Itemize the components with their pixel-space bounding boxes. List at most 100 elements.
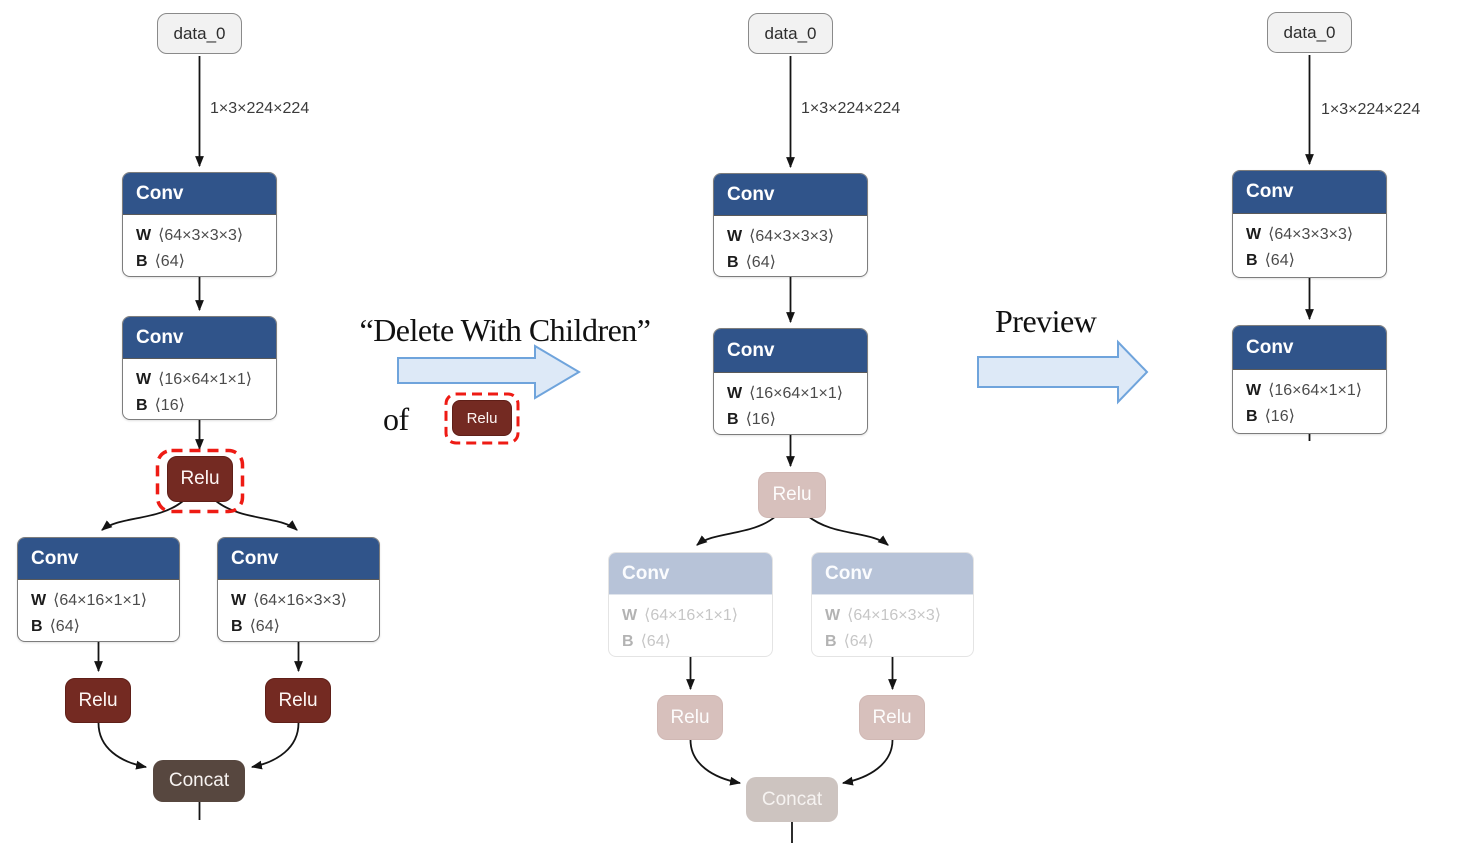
relu-node-selected: Relu — [167, 456, 233, 502]
data-input-node: data_0 — [157, 13, 242, 54]
conv-node-3: Conv W ⟨64×16×1×1⟩ B ⟨64⟩ — [17, 537, 180, 642]
weight-key: W — [1246, 382, 1262, 399]
conv-title: Conv — [1233, 171, 1386, 214]
bias-shape: ⟨64⟩ — [843, 633, 874, 651]
conv-attrs: W ⟨64×3×3×3⟩ B ⟨64⟩ — [123, 215, 276, 276]
conv-title: Conv — [714, 174, 867, 216]
preview-caption: Preview — [995, 303, 1097, 339]
bias-key: B — [727, 411, 739, 429]
bias-attr: B ⟨64⟩ — [136, 249, 276, 275]
conv-attrs: W ⟨64×16×1×1⟩ B ⟨64⟩ — [18, 580, 179, 641]
weight-key: W — [31, 592, 47, 609]
edge — [97, 722, 148, 770]
conv-node-4: Conv W⟨64×16×3×3⟩ B⟨64⟩ — [217, 537, 380, 642]
bias-key: B — [31, 618, 43, 636]
edges-marked — [686, 56, 897, 843]
conv-node-2: Conv W⟨16×64×1×1⟩ B⟨16⟩ — [713, 328, 868, 435]
delete-highlight-mini-box — [444, 392, 520, 445]
tensor-shape-label: 1×3×224×224 — [1321, 101, 1421, 118]
weight-key: W — [622, 607, 638, 624]
bias-attr: B⟨16⟩ — [136, 393, 276, 419]
relu-node-selected-faded: Relu — [758, 472, 826, 518]
conv-title: Conv — [1233, 326, 1386, 370]
edge — [101, 500, 184, 531]
bias-attr: B⟨64⟩ — [622, 629, 772, 655]
data-input-node: data_0 — [748, 13, 833, 54]
edge — [841, 739, 894, 786]
weight-shape: ⟨64×3×3×3⟩ — [1268, 226, 1354, 243]
edges-original — [94, 56, 303, 820]
edge — [250, 722, 300, 770]
concat-node-faded: Concat — [746, 777, 838, 822]
weight-key: W — [825, 607, 841, 624]
conv-title: Conv — [123, 173, 276, 215]
bias-attr: B⟨64⟩ — [727, 250, 867, 276]
edge — [689, 739, 742, 786]
conv-attrs: W⟨64×3×3×3⟩ B⟨64⟩ — [1233, 214, 1386, 275]
weight-key: W — [1246, 226, 1262, 243]
action-caption: “Delete With Children” — [359, 312, 651, 348]
conv-node-1: Conv W⟨64×3×3×3⟩ B⟨64⟩ — [1232, 170, 1387, 278]
weight-shape: ⟨64×16×1×1⟩ — [644, 607, 739, 624]
conv-attrs: W ⟨64×16×1×1⟩ B⟨64⟩ — [609, 595, 772, 656]
weight-shape: ⟨64×16×3×3⟩ — [253, 592, 348, 609]
conv-attrs: W ⟨16×64×1×1⟩ B⟨16⟩ — [123, 359, 276, 419]
edge — [807, 515, 889, 546]
conv-node-1: Conv W ⟨64×3×3×3⟩ B ⟨64⟩ — [122, 172, 277, 277]
action-of-label: of — [383, 401, 409, 437]
relu-node-right: Relu — [265, 678, 331, 723]
weight-shape: ⟨64×16×1×1⟩ — [53, 592, 148, 609]
conv-node-2: Conv W⟨16×64×1×1⟩ B⟨16⟩ — [1232, 325, 1387, 434]
weight-key: W — [136, 227, 152, 244]
conv-attrs: W⟨64×16×3×3⟩ B⟨64⟩ — [812, 595, 973, 656]
bias-key: B — [1246, 408, 1258, 426]
conv-node-1: Conv W⟨64×3×3×3⟩ B⟨64⟩ — [713, 173, 868, 277]
preview-block-arrow — [977, 339, 1149, 405]
conv-title: Conv — [18, 538, 179, 580]
weight-attr: W ⟨16×64×1×1⟩ — [136, 367, 276, 393]
bias-key: B — [231, 618, 243, 636]
weight-shape: ⟨16×64×1×1⟩ — [158, 371, 253, 388]
edge — [215, 500, 298, 531]
weight-key: W — [727, 385, 743, 402]
relu-node-right-faded: Relu — [859, 695, 925, 740]
bias-shape: ⟨64⟩ — [154, 253, 185, 271]
weight-shape: ⟨64×3×3×3⟩ — [158, 227, 244, 244]
conv-node-2: Conv W ⟨16×64×1×1⟩ B⟨16⟩ — [122, 316, 277, 420]
conv-title: Conv — [812, 553, 973, 595]
conv-title: Conv — [123, 317, 276, 359]
relu-target-chip: Relu — [452, 400, 512, 436]
bias-attr: B ⟨64⟩ — [31, 614, 179, 640]
conv-node-3-faded: Conv W ⟨64×16×1×1⟩ B⟨64⟩ — [608, 552, 773, 657]
edge — [696, 515, 777, 546]
weight-shape: ⟨16×64×1×1⟩ — [1268, 382, 1363, 399]
conv-title: Conv — [714, 329, 867, 373]
relu-node-left: Relu — [65, 678, 131, 723]
bias-key: B — [136, 253, 148, 271]
weight-attr: W ⟨16×64×1×1⟩ — [1246, 378, 1386, 404]
bias-shape: ⟨64⟩ — [640, 633, 671, 651]
weight-attr: W⟨64×16×3×3⟩ — [231, 588, 379, 614]
concat-node: Concat — [153, 760, 245, 802]
conv-attrs: W⟨64×16×3×3⟩ B⟨64⟩ — [218, 580, 379, 641]
weight-attr: W⟨16×64×1×1⟩ — [727, 381, 867, 407]
bias-attr: B⟨64⟩ — [825, 629, 973, 655]
bias-attr: B⟨64⟩ — [231, 614, 379, 640]
bias-shape: ⟨64⟩ — [1264, 252, 1295, 270]
conv-attrs: W⟨64×3×3×3⟩ B⟨64⟩ — [714, 216, 867, 276]
weight-key: W — [136, 371, 152, 388]
conv-title: Conv — [609, 553, 772, 595]
bias-shape: ⟨64⟩ — [49, 618, 80, 636]
tensor-shape-label: 1×3×224×224 — [210, 100, 310, 117]
conv-node-4-faded: Conv W⟨64×16×3×3⟩ B⟨64⟩ — [811, 552, 974, 657]
relu-node-left-faded: Relu — [657, 695, 723, 740]
data-input-node: data_0 — [1267, 12, 1352, 53]
weight-attr: W ⟨64×3×3×3⟩ — [136, 223, 276, 249]
tensor-shape-label: 1×3×224×224 — [801, 100, 901, 117]
bias-shape: ⟨64⟩ — [745, 254, 776, 272]
weight-shape: ⟨64×3×3×3⟩ — [749, 228, 835, 245]
conv-attrs: W⟨16×64×1×1⟩ B⟨16⟩ — [1233, 370, 1386, 431]
conv-title: Conv — [218, 538, 379, 580]
